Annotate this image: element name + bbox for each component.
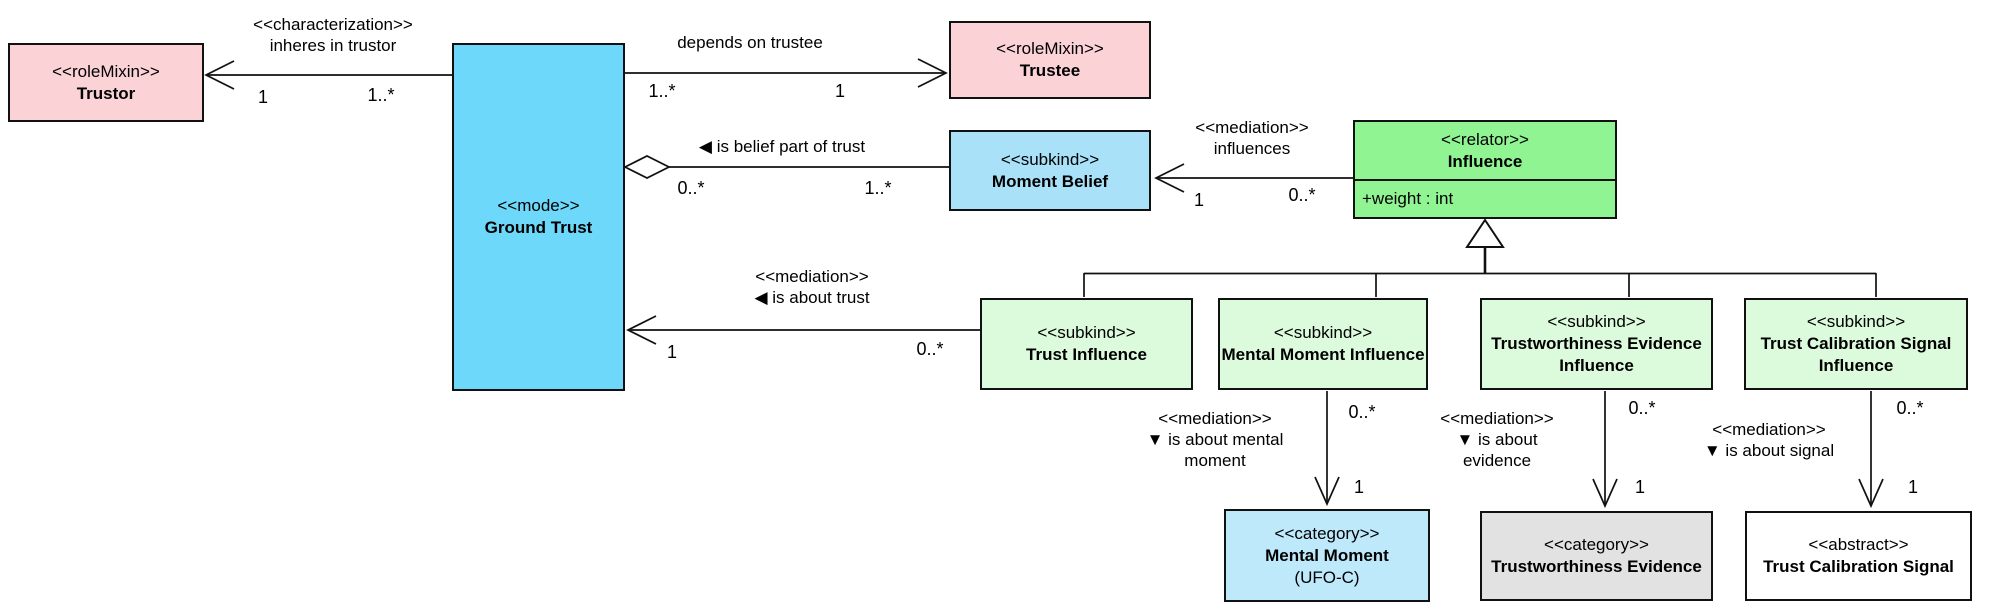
class-name: Moment Belief [991, 171, 1109, 191]
class-stereotype: <<category>> [1544, 535, 1649, 554]
class-name: Influence [1447, 151, 1523, 171]
mult-aboutmentalmoment-influence-end: 0..* [1348, 402, 1376, 422]
mult-characterization-groundtrust-end: 1..* [367, 85, 395, 105]
edge-stereotype: <<mediation>> [1195, 118, 1309, 137]
edge-name: ▼ is about evidence [1456, 430, 1538, 470]
edge-stereotype: <<characterization>> [253, 15, 413, 34]
mult-aboutsignal-influence-end: 0..* [1896, 398, 1924, 418]
class-trust-calibration-signal-influence[interactable]: <<subkind>> Trust Calibration Signal Inf… [1744, 298, 1968, 390]
class-stereotype: <<relator>> [1441, 129, 1529, 149]
mult-depends-trustee-end: 1 [834, 81, 846, 101]
class-stereotype: <<subkind>> [1000, 149, 1100, 169]
class-stereotype: <<subkind>> [1273, 323, 1373, 342]
class-stereotype: <<roleMixin>> [52, 61, 160, 81]
edge-name: depends on trustee [677, 33, 823, 52]
mult-abouttrust-groundtrust-end: 1 [666, 342, 678, 362]
class-stereotype: <<subkind>> [1806, 312, 1906, 331]
edge-name: ◀ is belief part of trust [698, 137, 866, 156]
class-ground-trust[interactable]: <<mode>> Ground Trust [452, 43, 625, 391]
class-trustworthiness-evidence[interactable]: <<category>> Trustworthiness Evidence [1480, 511, 1713, 601]
mult-aboutevidence-influence-end: 0..* [1628, 398, 1656, 418]
class-name: Trustworthiness Evidence [1491, 557, 1702, 576]
class-header: <<relator>> Influence [1355, 122, 1615, 179]
class-trustworthiness-evidence-influence[interactable]: <<subkind>> Trustworthiness Evidence Inf… [1480, 298, 1713, 390]
edge-label-influences: <<mediation>> influences [1195, 117, 1308, 159]
aggregation-diamond [623, 155, 671, 179]
edge-name: ▼ is about mental moment [1146, 430, 1284, 470]
edge-stereotype: <<mediation>> [755, 267, 869, 286]
class-name: Ground Trust [484, 218, 593, 237]
edge-label-characterization: <<characterization>> inheres in trustor [253, 14, 413, 56]
edge-label-is-about-trust: <<mediation>> ◀ is about trust [754, 266, 869, 308]
class-name: Mental Moment [1265, 545, 1389, 565]
class-annotation: (UFO-C) [1294, 567, 1360, 587]
class-stereotype: <<category>> [1274, 523, 1380, 543]
class-trust-influence[interactable]: <<subkind>> Trust Influence [980, 298, 1193, 390]
class-stereotype: <<abstract>> [1808, 535, 1909, 554]
class-name: Trust Calibration Signal Influence [1760, 334, 1952, 375]
class-name: Mental Moment Influence [1221, 345, 1425, 364]
class-trustor[interactable]: <<roleMixin>> Trustor [8, 43, 204, 122]
open-arrowhead [204, 60, 235, 90]
edge-label-is-belief-part-of-trust: ◀ is belief part of trust [699, 136, 865, 157]
mult-characterization-trustor-end: 1 [257, 87, 269, 107]
open-arrowhead [1858, 478, 1884, 509]
class-mental-moment[interactable]: <<category>> Mental Moment (UFO-C) [1224, 509, 1430, 602]
open-arrowhead [917, 58, 948, 88]
class-name: Trust Influence [1026, 345, 1147, 364]
edge-name: ◀ is about trust [754, 288, 870, 307]
class-moment-belief[interactable]: <<subkind>> Moment Belief [949, 130, 1151, 211]
edge-label-is-about-mental-moment: <<mediation>> ▼ is about mental moment [1125, 408, 1305, 471]
class-stereotype: <<mode>> [497, 196, 580, 215]
mult-influences-influence-end: 0..* [1288, 185, 1316, 205]
mult-abouttrust-trustinfluence-end: 0..* [916, 339, 944, 359]
mult-aboutevidence-evidence-end: 1 [1634, 477, 1646, 497]
mult-influences-momentbelief-end: 1 [1193, 190, 1205, 210]
class-mental-moment-influence[interactable]: <<subkind>> Mental Moment Influence [1218, 298, 1428, 390]
open-arrowhead [1592, 478, 1618, 509]
edge-label-is-about-evidence: <<mediation>> ▼ is about evidence [1422, 408, 1572, 471]
class-stereotype: <<subkind>> [1547, 312, 1646, 331]
mult-aboutmentalmoment-mentalmoment-end: 1 [1353, 477, 1365, 497]
edge-label-is-about-signal: <<mediation>> ▼ is about signal [1704, 419, 1834, 461]
mult-depends-groundtrust-end: 1..* [648, 81, 676, 101]
class-name: Trustworthiness Evidence Influence [1491, 334, 1702, 375]
edge-name: influences [1213, 139, 1291, 158]
class-name: Trustor [76, 83, 136, 103]
edge-name: inheres in trustor [269, 36, 397, 55]
edge-stereotype: <<mediation>> [1712, 420, 1826, 439]
open-arrowhead [1154, 163, 1185, 193]
edge-stereotype: <<mediation>> [1440, 409, 1554, 428]
class-trust-calibration-signal[interactable]: <<abstract>> Trust Calibration Signal [1745, 511, 1972, 601]
class-name: Trust Calibration Signal [1763, 557, 1954, 576]
open-arrowhead [626, 315, 657, 345]
edge-stereotype: <<mediation>> [1158, 409, 1272, 428]
class-stereotype: <<subkind>> [1037, 323, 1136, 342]
class-name: Trustee [1019, 61, 1081, 80]
class-trustee[interactable]: <<roleMixin>> Trustee [949, 21, 1151, 99]
mult-aboutsignal-signal-end: 1 [1907, 477, 1919, 497]
class-stereotype: <<roleMixin>> [996, 39, 1104, 58]
generalization-triangle-icon [1465, 218, 1505, 248]
mult-belief-momentbelief-end: 1..* [864, 178, 892, 198]
edge-name: ▼ is about signal [1703, 441, 1835, 460]
class-influence[interactable]: <<relator>> Influence +weight : int [1353, 120, 1617, 219]
mult-belief-groundtrust-end: 0..* [677, 178, 705, 198]
attribute-weight: +weight : int [1355, 179, 1615, 217]
open-arrowhead [1314, 476, 1340, 507]
edge-label-depends-on-trustee: depends on trustee [677, 32, 823, 53]
